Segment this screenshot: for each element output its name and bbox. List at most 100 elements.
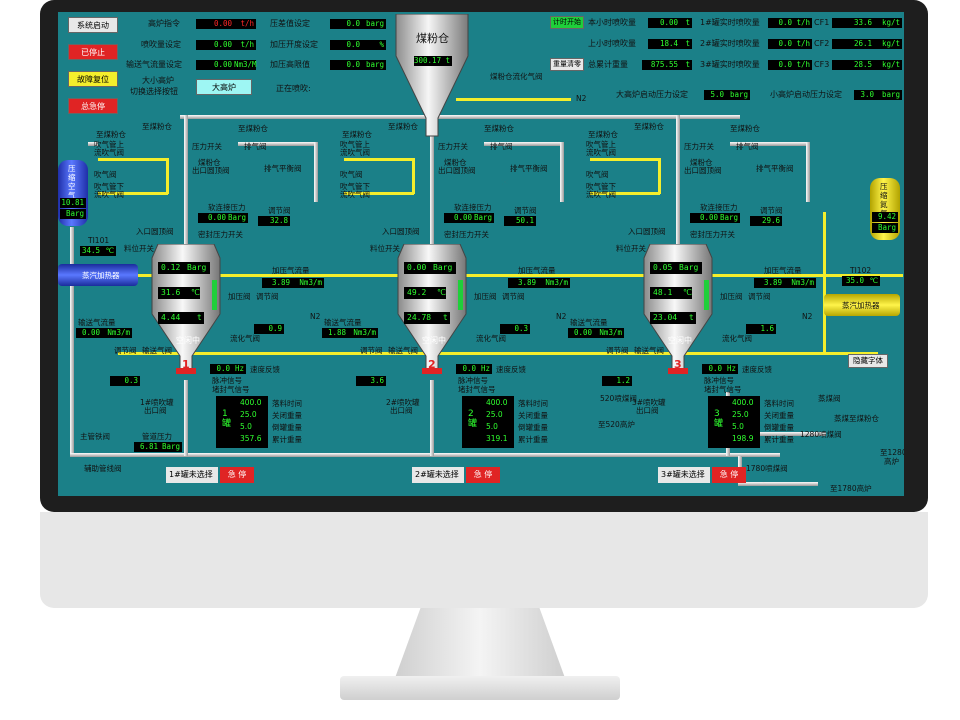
tank3-conv-reg-valve[interactable] [612,360,622,368]
tank1-blow-lower-valve[interactable] [156,189,166,197]
v520-valve[interactable] [616,406,626,414]
tank3-blow-lower-valve[interactable] [648,189,658,197]
aux-line-valve[interactable] [104,478,114,486]
dp-set-value[interactable]: 0.0 [330,19,362,29]
tank1-temperature-unit: ℃ [188,287,200,299]
last-hour-unit: t [680,39,692,49]
scada-screen: 系统启动 已停止 故障复位 总急停 高炉指令 0.00 t/h 喷吹量设定 0.… [58,12,904,496]
tank1-level-bar [212,280,217,310]
tank1-inlet-dome-label: 入口圆顶阀 [136,227,174,236]
tank3-inlet-dome-valve[interactable] [672,226,682,234]
tank2-fill-time-value: 400.0 [486,398,508,407]
tank3-conv-flow-value: 0.00 [568,328,594,338]
small-start-press-value[interactable]: 3.0 [854,90,876,100]
weight-reset-button[interactable]: 重量清零 [550,58,584,71]
tank3-fill-time-label: 落料时间 [764,399,794,408]
tank2-select-checkbox[interactable]: 2#罐未选择 [412,467,464,483]
tank2-exhaust-riser [560,142,564,202]
main-line-valve[interactable] [104,443,114,451]
tank2-exhaust-valve[interactable] [482,144,492,152]
tank2-fluid-valve[interactable] [482,344,492,352]
tank3-reg-valve[interactable] [734,208,744,216]
tank1-press-reg-valve[interactable] [262,304,272,312]
tank3-fluid-valve[interactable] [728,344,738,352]
tank1-estop-button[interactable]: 急 停 [220,467,254,483]
press-open-value[interactable]: 0.0 [330,40,362,50]
v1780-valve[interactable] [758,478,768,486]
tank2-estop-button[interactable]: 急 停 [466,467,500,483]
tank3-exhaust-balance-valve[interactable] [746,178,756,186]
spray-set-value[interactable]: 0.00 [196,40,234,50]
tank3-weight: 23.04 [650,312,686,324]
tank1-blow-valve[interactable] [156,170,166,178]
tank2-reg-valve[interactable] [488,208,498,216]
tank3-bin-outlet-valve[interactable] [672,162,682,170]
tank3-press-flow-label: 加压气流量 [764,266,802,275]
tank1-reg-valve[interactable] [242,208,252,216]
tank2-blow-lower-valve[interactable] [402,189,412,197]
tank1-fluid-valve[interactable] [236,344,246,352]
tank2-conv-valve[interactable] [394,360,404,368]
v1280-valve[interactable] [848,450,858,458]
system-start-button[interactable]: 系统启动 [68,17,118,33]
tank1-select-checkbox[interactable]: 1#罐未选择 [166,467,218,483]
air-steam-heater [58,264,138,286]
tank1-exhaust-valve[interactable] [236,144,246,152]
tank3-exhaust-valve[interactable] [728,144,738,152]
tank1-conv-flow-unit: Nm3/m [102,328,132,338]
tank3-conv-valve[interactable] [640,360,650,368]
hide-text-button[interactable]: 隐藏字体 [848,354,888,368]
tank3-press-reg-valve[interactable] [754,304,764,312]
tank1-press-valve[interactable] [234,304,244,312]
tank2-press-reg-valve[interactable] [508,304,518,312]
big-start-press-value[interactable]: 5.0 [704,90,726,100]
tank3-outlet-valve[interactable] [672,402,682,410]
tank2-bin-outlet-valve[interactable] [426,162,436,170]
tank2-exhaust-balance-valve[interactable] [500,178,510,186]
tank1-inlet-dome-valve[interactable] [180,226,190,234]
tank2-rate-value: 0.0 [768,39,794,49]
cf1-value: 33.6 [832,18,874,28]
tank3-estop-button[interactable]: 急 停 [712,467,746,483]
bin-fluid-valve[interactable] [510,96,520,104]
tank2-tank-weight-label: 倒罐重量 [518,423,548,432]
tank1-outlet-valve[interactable] [180,402,190,410]
tank1-press-flow-value: 3.89 [262,278,292,288]
return-valve[interactable] [820,408,830,416]
emergency-stop-button[interactable]: 总急停 [68,98,118,114]
tank1-conv-valve[interactable] [148,360,158,368]
tank2-blow-upper-valve[interactable] [402,155,412,163]
tank2-blow-upper-label-2: 流吹气阀 [340,148,370,157]
tank2-inlet-dome-valve[interactable] [426,226,436,234]
tank1-bin-outlet-valve[interactable] [180,162,190,170]
tank2-press-valve[interactable] [480,304,490,312]
tank3-select-checkbox[interactable]: 3#罐未选择 [658,467,710,483]
tank1-exhaust-balance-valve[interactable] [254,178,264,186]
tank3-blow-valve[interactable] [648,170,658,178]
tank2-conv-reg-valve[interactable] [366,360,376,368]
tank2-info-index: 2 [468,409,474,419]
conv-yellow-line [118,352,878,355]
press-high-value[interactable]: 0.0 [330,60,362,70]
tank3-cum-weight-label: 累计重量 [764,435,794,444]
tank3-conv-flow-label: 输送气流量 [570,318,608,327]
hp-cmd-unit: t/h [234,19,256,29]
dp-set-label: 压差值设定 [270,19,310,28]
tank1-close-weight-label: 关闭重量 [272,411,302,420]
timer-start-button[interactable]: 计时开始 [550,16,584,29]
tank2-blow-valve[interactable] [402,170,412,178]
tank1-blow-upper-valve[interactable] [156,155,166,163]
tank2-outlet-valve[interactable] [426,402,436,410]
conv-flow-set-value[interactable]: 0.00 [196,60,234,70]
big-furnace-button[interactable]: 大高炉 [196,79,252,95]
fault-reset-button[interactable]: 故障复位 [68,71,118,87]
tank1-conv-reg-valve[interactable] [120,360,130,368]
bin-fluid-valve-label: 煤粉仓流化气阀 [490,72,543,81]
tank3-blow-upper-valve[interactable] [648,155,658,163]
tank3-press-valve[interactable] [726,304,736,312]
tank3-press-valve-label: 加压阀 [720,292,743,301]
tank2-weight-unit: t [440,312,450,324]
stopped-button[interactable]: 已停止 [68,44,118,60]
tank3-seal-sig-label: 堵封气信号 [704,385,742,394]
hp-cmd-value[interactable]: 0.00 [196,19,234,29]
